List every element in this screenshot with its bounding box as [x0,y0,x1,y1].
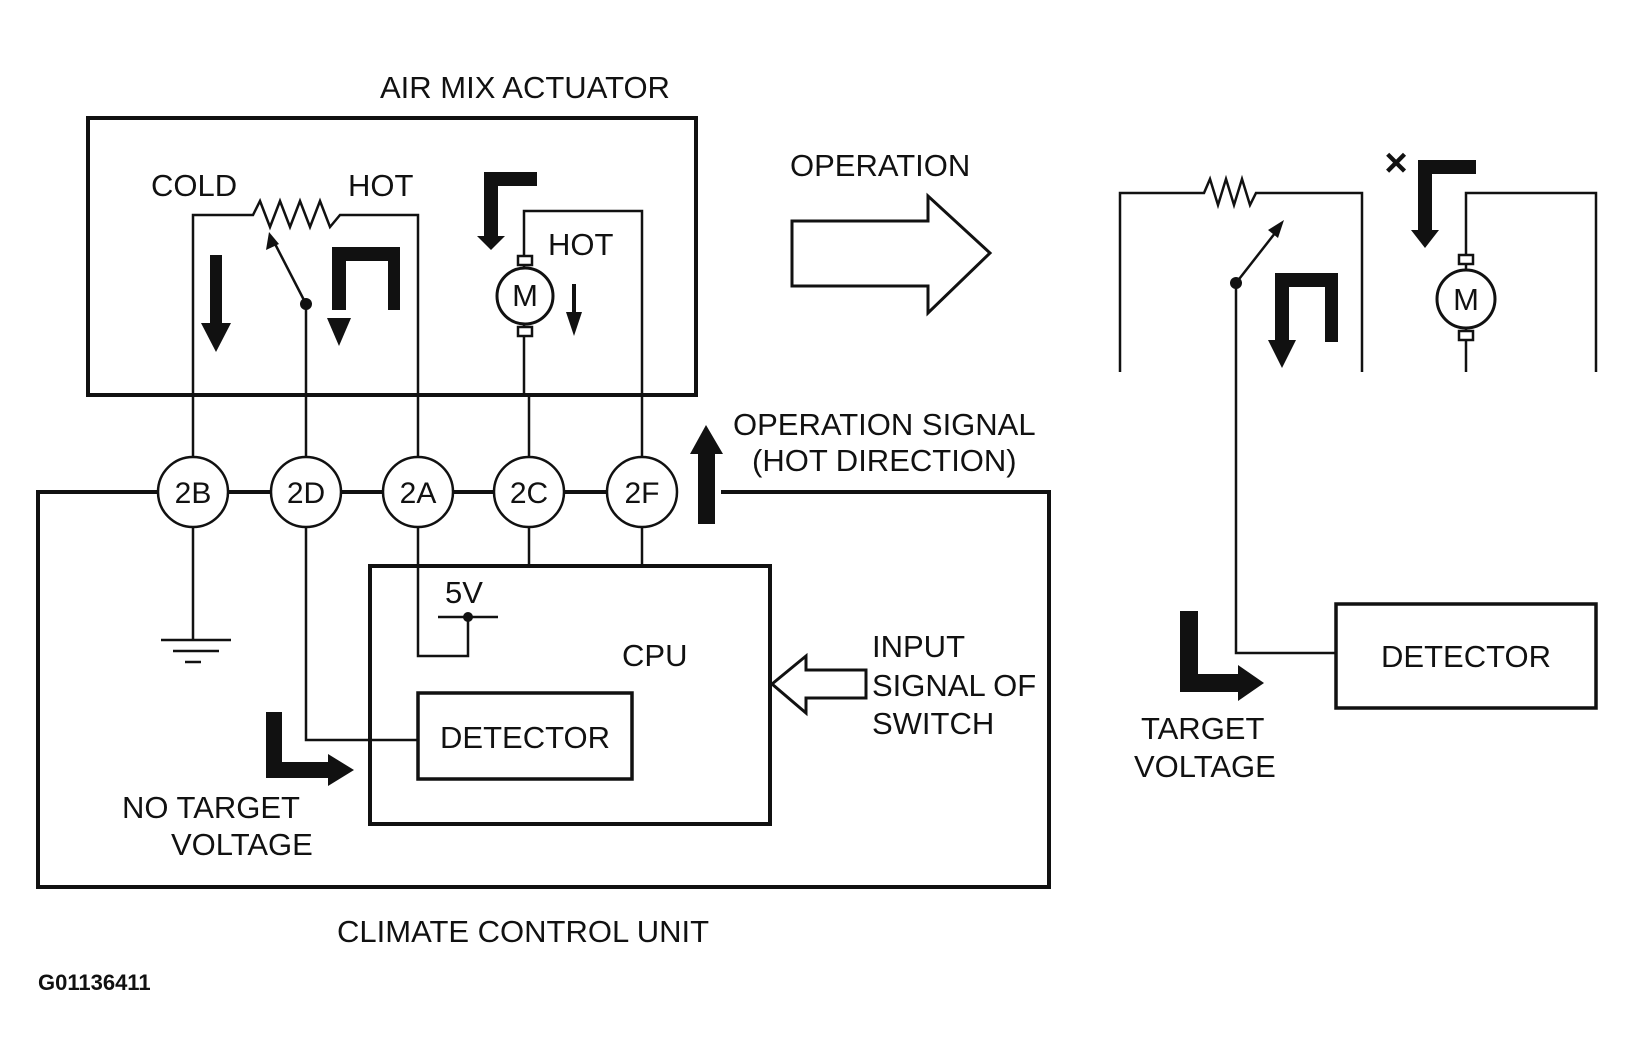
target-voltage-label: TARGET [1141,711,1264,746]
five-volt-label: 5V [445,575,483,610]
right-detector-label: DETECTOR [1381,639,1551,674]
cpu-detector-label: DETECTOR [440,720,610,755]
motor-hot-label: HOT [548,227,614,262]
cpu-wires [304,527,644,742]
input-label-line1: INPUT [872,629,965,664]
cpu-box [368,564,772,826]
right-detector-box [1334,602,1598,710]
svg-text:2D: 2D [287,477,325,510]
operation-signal-label: OPERATION SIGNAL [733,407,1036,442]
cpu-detector-box [416,691,634,781]
climate-control-unit-outline [36,490,1051,889]
no-target-voltage-arrow [266,712,354,786]
connector-pin-2b: 2B [156,455,230,529]
right-current-flow-arrow [1268,273,1338,368]
input-label-line3: SWITCH [872,706,994,741]
operation-arrow [790,192,993,317]
current-flow-arrows [201,247,400,352]
operation-label: OPERATION [790,148,970,183]
operation-signal-direction-label: (HOT DIRECTION) [752,443,1017,478]
no-target-voltage-label: NO TARGET [122,790,300,825]
connector-pin-2f: 2F [605,455,679,529]
cpu-label: CPU [622,638,687,673]
climate-control-unit-label: CLIMATE CONTROL UNIT [337,914,709,949]
input-label-line2: SIGNAL OF [872,668,1036,703]
no-target-voltage-label-line2: VOLTAGE [171,827,313,862]
potentiometer [191,197,420,393]
svg-text:2C: 2C [510,477,548,510]
connector-pin-2a: 2A [381,455,455,529]
cold-label: COLD [151,168,237,203]
stop-mark: × [1384,141,1407,185]
harness-wires [191,395,644,458]
figure-code: G01136411 [38,970,151,995]
ground-symbol [161,527,231,664]
target-voltage-label-line2: VOLTAGE [1134,749,1276,784]
svg-text:2F: 2F [624,477,659,510]
hot-label: HOT [348,168,414,203]
operation-signal-arrow [690,425,723,524]
right-motor-section [1411,160,1598,372]
connector-pin-2c: 2C [492,455,566,529]
actuator-box [86,116,698,397]
motor-symbol-label: M [512,278,538,313]
motor-section [477,172,644,393]
svg-text:2B: 2B [175,477,212,510]
connector-pin-2d: 2D [269,455,343,529]
input-signal-arrow [769,652,868,717]
air-mix-actuator-title: AIR MIX ACTUATOR [380,70,670,105]
svg-text:2A: 2A [400,477,437,510]
right-potentiometer [1118,174,1364,655]
right-motor-symbol-label: M [1453,282,1479,317]
target-voltage-arrow [1180,611,1264,701]
